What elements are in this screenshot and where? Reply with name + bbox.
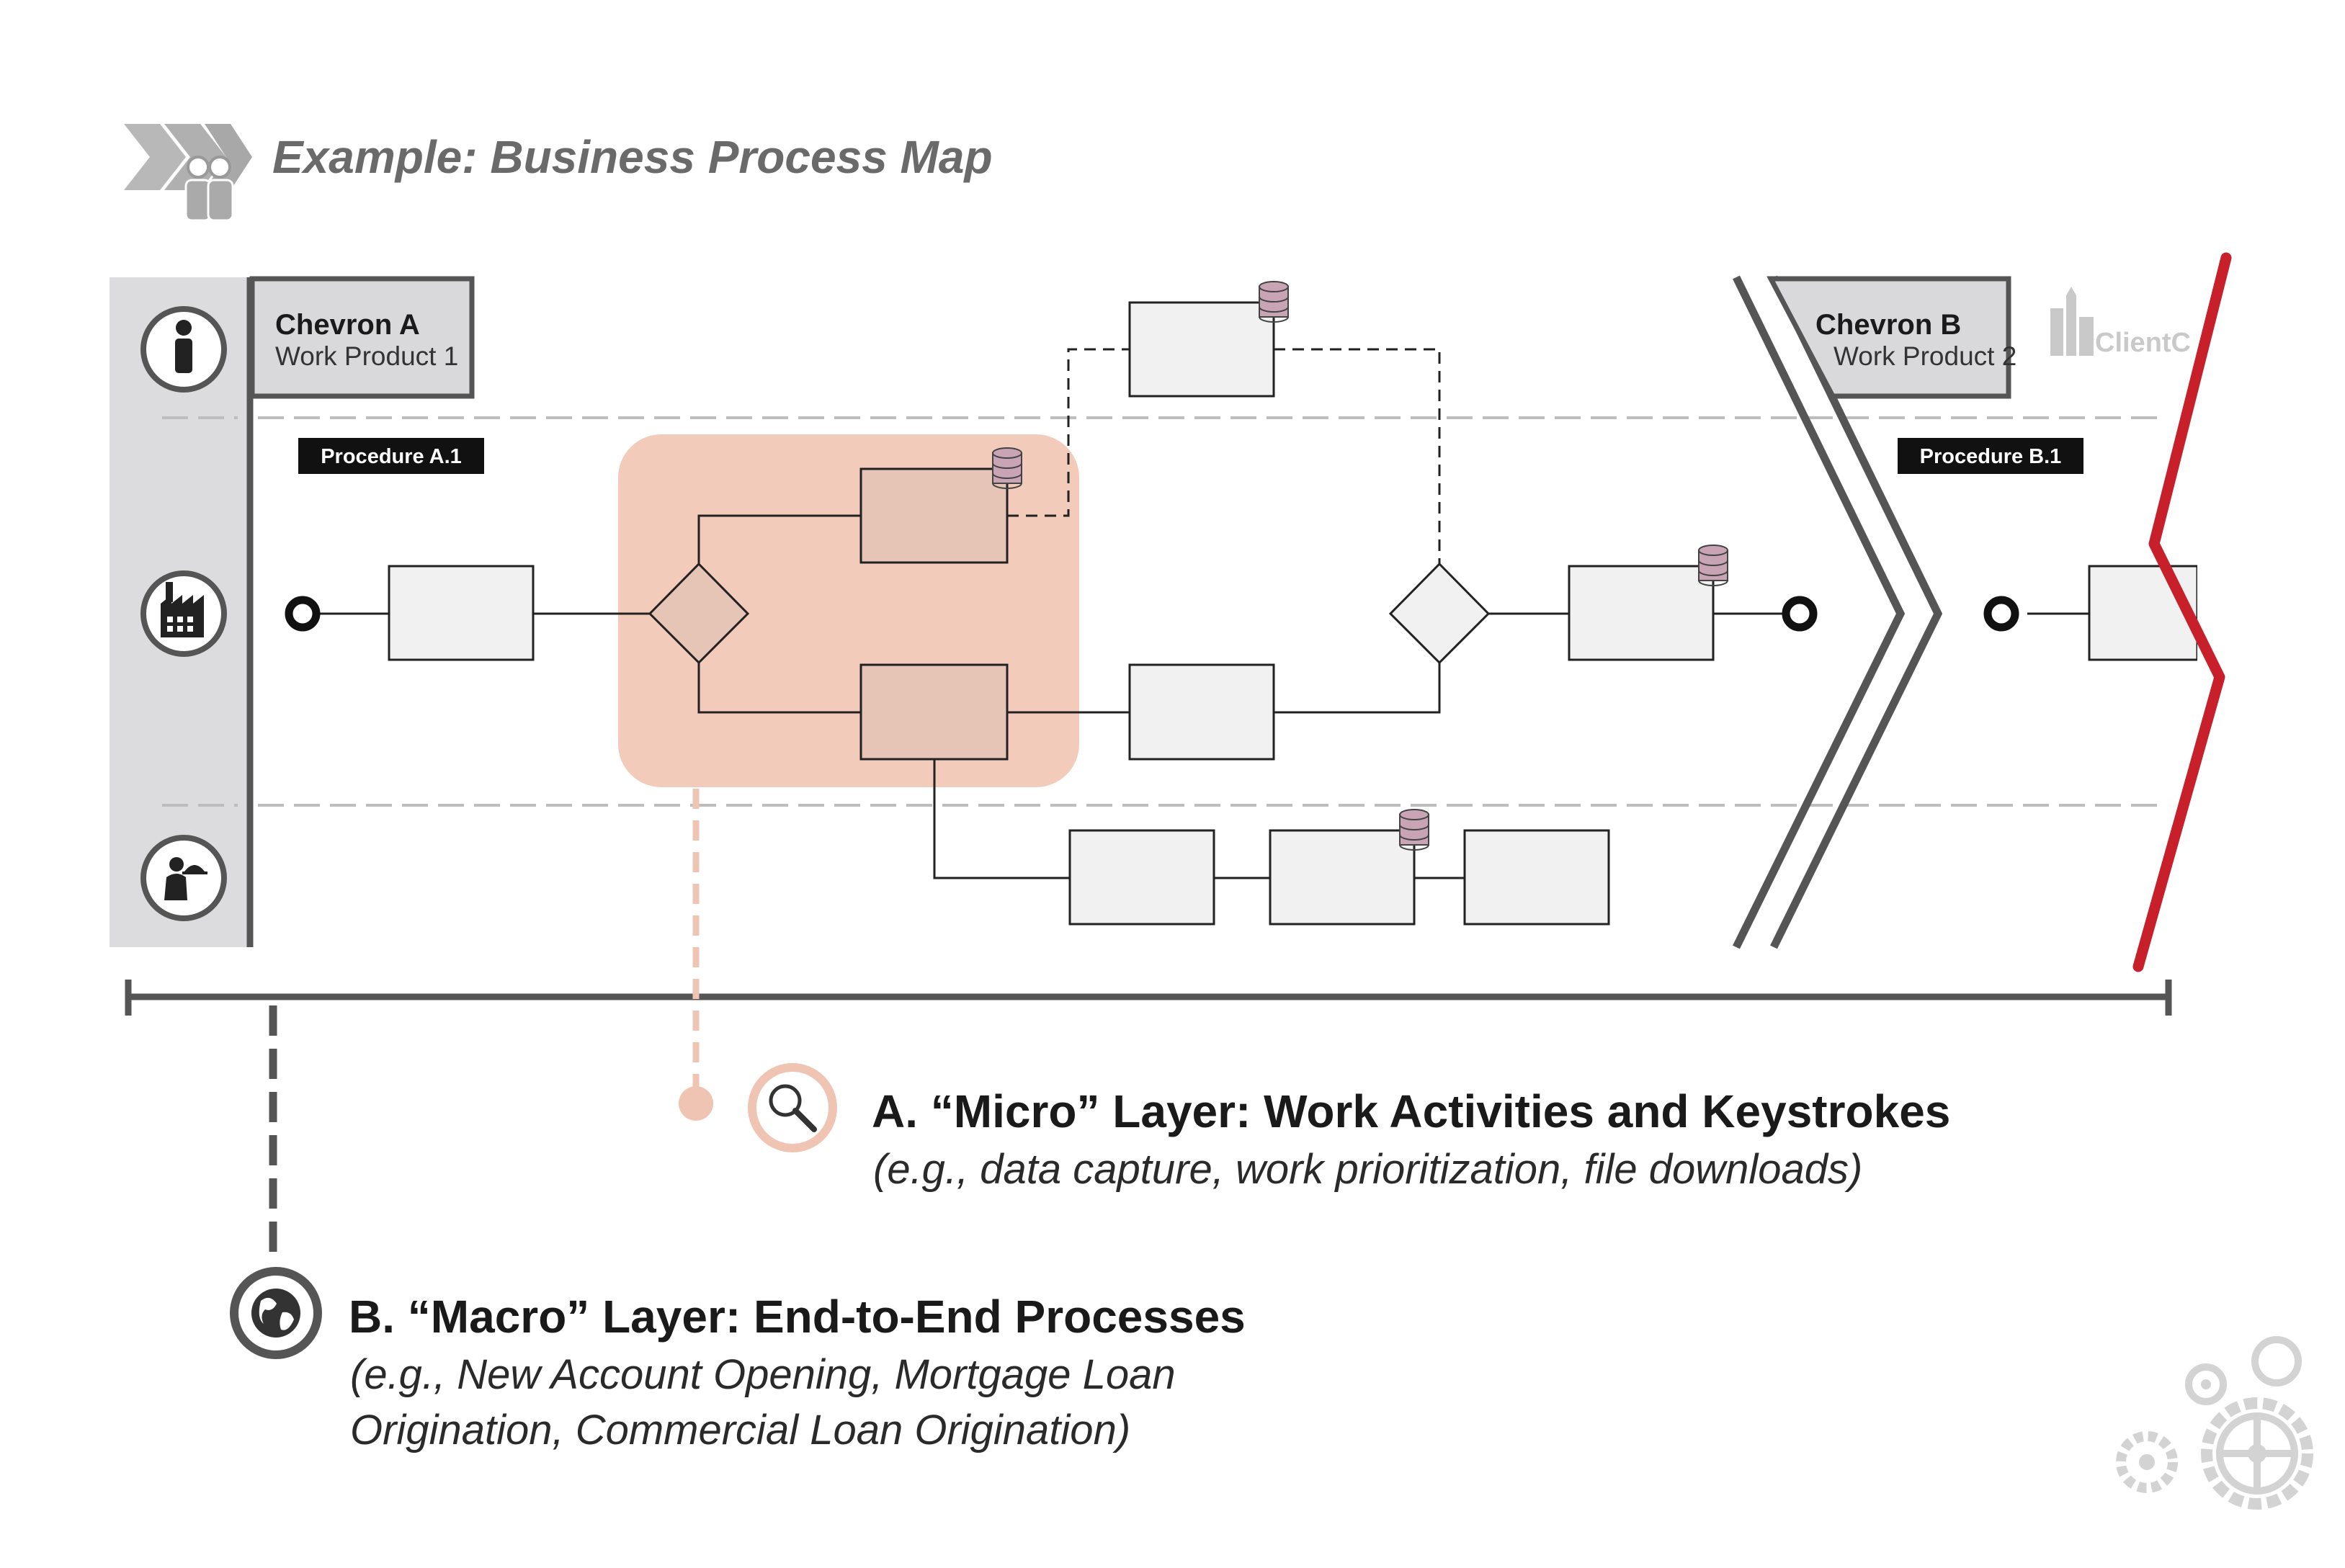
diagram-title: Example: Business Process Map [272,131,993,183]
micro-layer-pointer-dot [679,1086,713,1121]
process-chevron-logo-icon [124,124,252,222]
activity-box-3 [859,663,1009,761]
activity-box-10 [2088,565,2199,661]
activity-box-8 [1269,829,1416,926]
activity-box-9 [1463,829,1610,926]
micro-layer-heading: A. “Micro” Layer: Work Activities and Ke… [872,1085,1950,1137]
start-event-b [1983,596,2019,632]
waiter-icon [140,835,227,921]
chevron-b-name: Chevron B [1815,309,1961,341]
timeline-axis [125,980,2172,1016]
activity-box-4 [1128,301,1275,398]
activity-boxes [388,301,2199,926]
macro-layer-heading: B. “Macro” Layer: End-to-End Processes [349,1291,1246,1343]
magnifier-icon [748,1063,837,1152]
start-event-a [285,596,321,632]
chevron-a-work-product: Work Product 1 [275,341,458,371]
chevron-b-work-product: Work Product 2 [1833,341,2016,371]
procedure-a1-badge [298,438,484,474]
gears-icon [2116,1336,2313,1510]
globe-icon [230,1267,322,1359]
macro-layer-description-line2: Origination, Commercial Loan Origination… [350,1407,1130,1453]
process-connectors [317,514,2089,879]
chevron-a-tab [249,276,475,399]
procedure-a1-label: Procedure A.1 [321,445,462,468]
database-icon [1399,809,1429,851]
activity-box-6 [1568,565,1715,661]
right-edge-cover [2197,259,2345,965]
client-building-logo-icon [2050,287,2094,356]
client-logo-text: ClientC [2095,328,2191,358]
person-icon [140,306,227,393]
activity-box-7 [1068,829,1215,926]
database-icon [992,447,1022,489]
activity-box-5 [1128,663,1275,761]
procedure-b1-label: Procedure B.1 [1920,445,2062,468]
chevron-b-tab [1766,276,2011,399]
database-icon [1259,281,1289,323]
chevron-a-name: Chevron A [275,309,420,341]
procedure-b1-badge [1898,438,2083,474]
activity-box-1 [388,565,535,661]
micro-layer-description: (e.g., data capture, work prioritization… [873,1146,1862,1193]
database-icon [1698,545,1728,586]
decision-gateway-2 [1388,562,1491,665]
scope-boundary-line [2132,252,2232,972]
factory-icon [140,570,227,657]
dashed-data-connectors [1007,348,1441,564]
decision-gateway-1 [648,562,750,665]
end-event-a [1782,596,1818,632]
activity-box-2 [859,467,1009,564]
macro-layer-description-line1: (e.g., New Account Opening, Mortgage Loa… [350,1351,1176,1398]
